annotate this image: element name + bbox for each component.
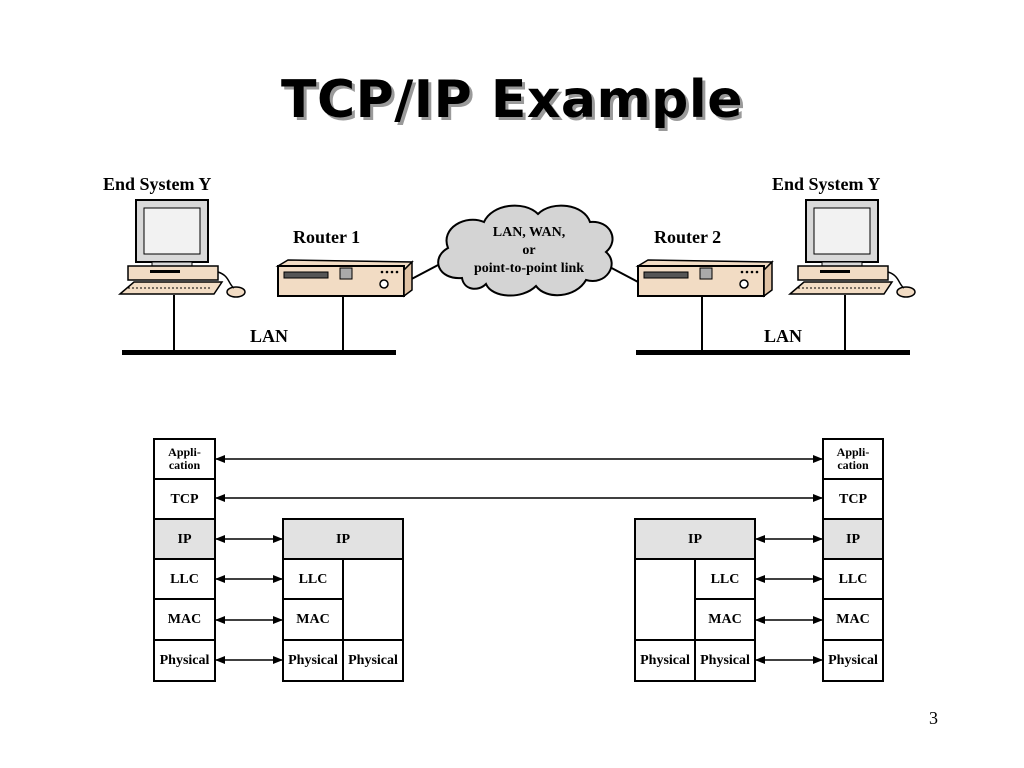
router-layer-ip: IP bbox=[634, 518, 756, 560]
page-number: 3 bbox=[929, 708, 938, 728]
lan-bus-right bbox=[636, 350, 910, 355]
end-system-left-label: End System Y bbox=[103, 174, 212, 194]
router-layer-physical: Physical bbox=[342, 639, 404, 682]
router-layer-mac: MAC bbox=[282, 598, 344, 641]
router-layer-physical: Physical bbox=[282, 639, 344, 682]
router1-label: Router 1 bbox=[293, 227, 361, 247]
router-layer-blank bbox=[342, 558, 404, 641]
lan-left-label: LAN bbox=[250, 326, 289, 346]
layer-tcp: TCP bbox=[153, 478, 216, 520]
cloud-label: LAN, WAN, or point-to-point link bbox=[440, 224, 618, 278]
computer-icon-left bbox=[117, 199, 246, 298]
layer-llc: LLC bbox=[822, 558, 884, 600]
router-icon-2 bbox=[635, 259, 774, 298]
router-layer-mac: MAC bbox=[694, 598, 756, 641]
layer-tcp: TCP bbox=[822, 478, 884, 520]
router-layer-llc: LLC bbox=[694, 558, 756, 600]
layer-mac: MAC bbox=[153, 598, 216, 641]
router-layer-llc: LLC bbox=[282, 558, 344, 600]
cloud-label-line: or bbox=[522, 243, 536, 258]
computer-icon-right bbox=[787, 199, 916, 298]
router-layer-physical: Physical bbox=[694, 639, 756, 682]
router-layer-blank bbox=[634, 558, 696, 641]
lan-bus-left bbox=[122, 350, 396, 355]
layer-application: Appli- cation bbox=[822, 438, 884, 480]
cloud-label-line: point-to-point link bbox=[473, 261, 585, 276]
layer-mac: MAC bbox=[822, 598, 884, 641]
slide-title: TCP/IP Example bbox=[281, 70, 743, 130]
layer-application: Appli- cation bbox=[153, 438, 216, 480]
cloud-label-line: LAN, WAN, bbox=[492, 225, 566, 240]
layer-llc: LLC bbox=[153, 558, 216, 600]
layer-physical: Physical bbox=[822, 639, 884, 682]
router-layer-physical: Physical bbox=[634, 639, 696, 682]
end-system-right-label: End System Y bbox=[772, 174, 881, 194]
router2-label: Router 2 bbox=[654, 227, 722, 247]
layer-physical: Physical bbox=[153, 639, 216, 682]
cloud-icon bbox=[437, 204, 614, 297]
layer-ip: IP bbox=[822, 518, 884, 560]
lan-right-label: LAN bbox=[764, 326, 803, 346]
router-icon-1 bbox=[275, 259, 414, 298]
router-layer-ip: IP bbox=[282, 518, 404, 560]
layer-ip: IP bbox=[153, 518, 216, 560]
